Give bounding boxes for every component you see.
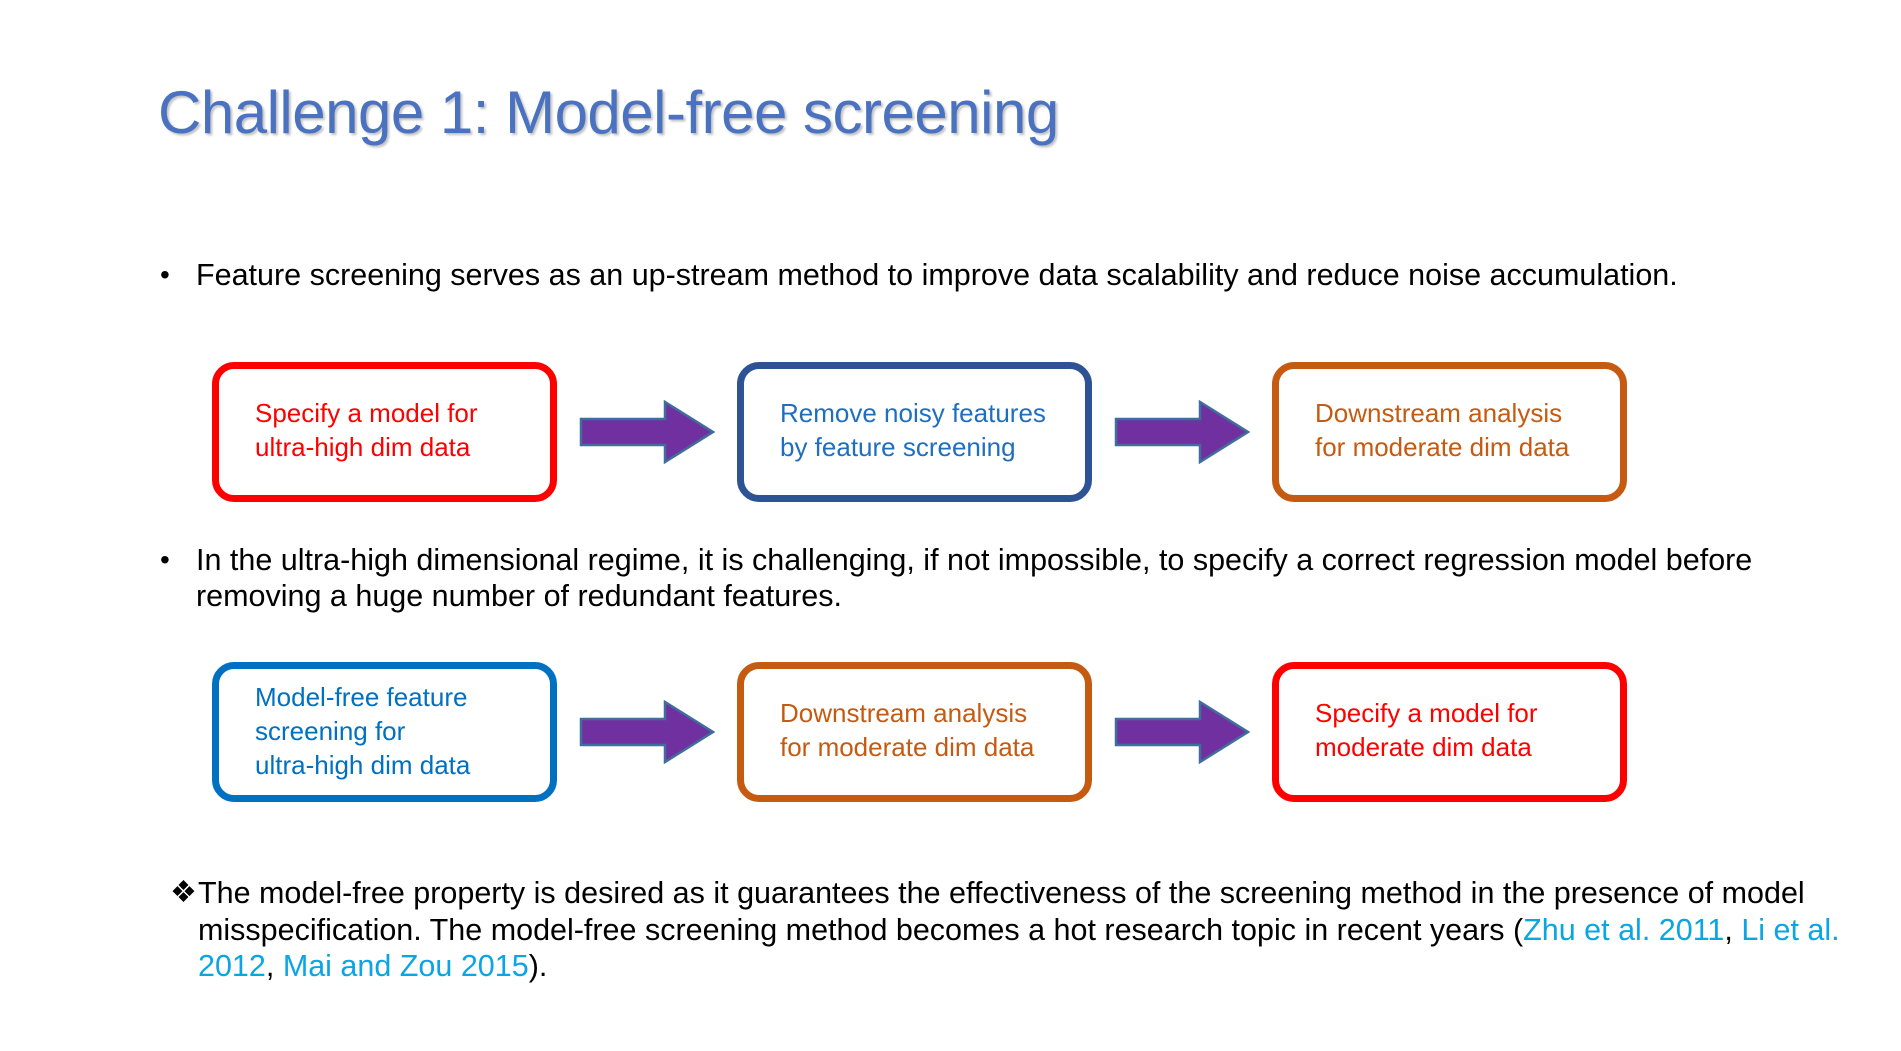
flow-box-downstream-analysis-2[interactable]: Downstream analysis for moderate dim dat…	[737, 662, 1092, 802]
bullet-text-2: In the ultra-high dimensional regime, it…	[196, 543, 1753, 613]
citation-link-3[interactable]: Mai and Zou 2015	[282, 949, 529, 984]
bullet-text-3: The model-free property is desired as it…	[198, 875, 1850, 985]
flow-box-line: for moderate dim data	[1315, 432, 1570, 462]
bullet-paragraph-1: • Feature screening serves as an up-stre…	[160, 258, 1800, 294]
page-title: Challenge 1: Model-free screening	[158, 79, 1059, 146]
citation-link-2[interactable]: Li et al. 2012	[198, 912, 1840, 984]
right-arrow-icon-2	[1092, 399, 1272, 465]
citation-separator-2: ,	[265, 949, 283, 984]
citation-separator-1: ,	[1724, 912, 1742, 947]
bullet-paragraph-3: ❖ The model-free property is desired as …	[170, 875, 1850, 985]
flow-box-downstream-analysis-1[interactable]: Downstream analysis for moderate dim dat…	[1272, 362, 1627, 502]
flow-box-line: ultra-high dim data	[255, 749, 471, 780]
flow-box-model-free-screening[interactable]: Model-free feature screening for ultra-h…	[212, 662, 557, 802]
flow-box-line: Model-free feature	[255, 682, 468, 713]
bullet-dot-icon: •	[160, 259, 170, 290]
citation-link-1[interactable]: Zhu et al. 2011	[1523, 912, 1725, 947]
flow-box-line: screening for	[255, 716, 406, 747]
flow-box-specify-model-moderate[interactable]: Specify a model for moderate dim data	[1272, 662, 1627, 802]
flow-box-line: for moderate dim data	[780, 732, 1035, 762]
right-arrow-icon-1	[557, 399, 737, 465]
flow-box-line: moderate dim data	[1315, 732, 1532, 762]
flow-box-line: Specify a model for	[1315, 698, 1538, 729]
right-arrow-icon-4	[1092, 699, 1272, 765]
bullet-text-3-part-2: ).	[528, 949, 548, 984]
flow-box-line: Remove noisy features	[780, 398, 1046, 429]
flow-box-line: ultra-high dim data	[255, 432, 471, 462]
process-flow-row-1: Specify a model for ultra-high dim data …	[212, 362, 1627, 502]
flow-box-line: Downstream analysis	[780, 698, 1028, 729]
flow-box-line: Downstream analysis	[1315, 398, 1563, 429]
bullet-paragraph-2: • In the ultra-high dimensional regime, …	[160, 543, 1840, 614]
bullet-diamond-icon: ❖	[170, 876, 197, 909]
bullet-text-1: Feature screening serves as an up-stream…	[196, 258, 1678, 292]
flow-box-line: Specify a model for	[255, 398, 478, 429]
flow-box-remove-noisy-features[interactable]: Remove noisy features by feature screeni…	[737, 362, 1092, 502]
flow-box-specify-model-ultrahigh[interactable]: Specify a model for ultra-high dim data	[212, 362, 557, 502]
flow-box-line: by feature screening	[780, 432, 1016, 462]
bullet-text-3-part-1: The model-free property is desired as it…	[198, 876, 1805, 947]
bullet-dot-icon: •	[160, 544, 170, 575]
process-flow-row-2: Model-free feature screening for ultra-h…	[212, 662, 1627, 802]
right-arrow-icon-3	[557, 699, 737, 765]
